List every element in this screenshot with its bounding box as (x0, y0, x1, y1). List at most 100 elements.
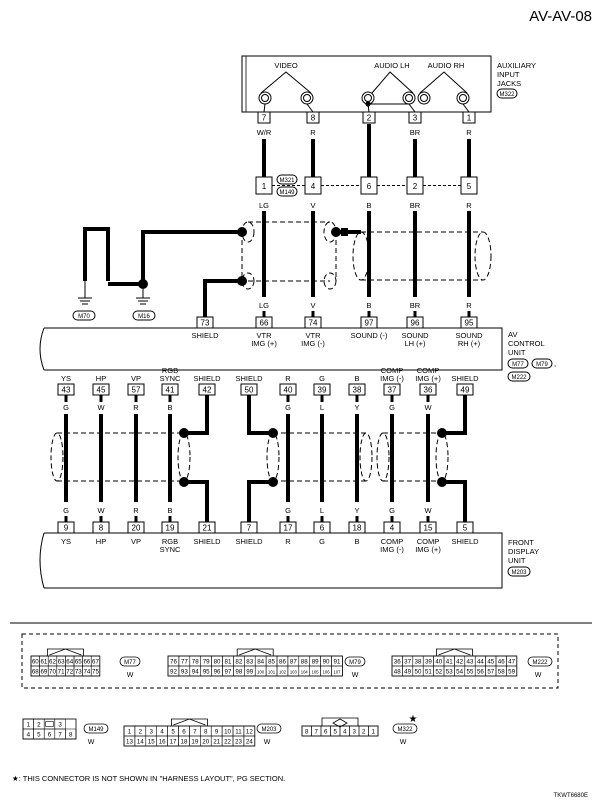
av-bottom-label: SHIELD (235, 374, 263, 383)
wire-color: R (466, 128, 472, 137)
connector-name: M77 (124, 660, 136, 666)
connector-color: W (88, 739, 95, 746)
av-bottom-label: SHIELD (193, 374, 221, 383)
front-label: VP (131, 537, 141, 546)
connector-pin-number: 39 (425, 659, 432, 666)
av-pin: 43 (62, 386, 71, 395)
connector-name-badge (392, 723, 418, 734)
connector-pin-number: 85 (268, 659, 275, 666)
connector-pin-number: 3 (58, 722, 62, 729)
av-bottom-label: R (285, 374, 291, 383)
joint-pin: 6 (367, 182, 372, 191)
connector-color: W (535, 672, 542, 679)
connector-name-badge (344, 656, 366, 667)
connector-pin-number: 5 (171, 729, 175, 736)
av-pin: 36 (424, 386, 433, 395)
front-label: SHIELD (235, 537, 263, 546)
av-pin: 50 (245, 386, 254, 395)
figure-code: TKWT6680E (554, 793, 588, 799)
wire-color: W (97, 403, 105, 412)
front-pin: 5 (463, 524, 468, 533)
connector-pin-number: 56 (477, 669, 484, 676)
connector-key (173, 718, 206, 726)
connector-key (239, 648, 272, 656)
connector-pin-number: 20 (202, 739, 209, 746)
connector-pin-number: 73 (75, 669, 82, 676)
connector-color: W (352, 672, 359, 679)
connector-pin-number: 89 (312, 659, 319, 666)
connector-group-box (21, 633, 559, 689)
ground-wire-color: B (105, 262, 110, 271)
connector-pin-number: 79 (203, 659, 210, 666)
av-pin: 42 (203, 386, 212, 395)
ground-connector-m70: M70 (78, 314, 90, 320)
aux-pin: 2 (367, 114, 372, 123)
connector-name: M322 (397, 727, 413, 733)
connector-pin-number: 8 (204, 729, 208, 736)
connector-pin-number: 94 (192, 669, 199, 676)
connector-pin-number: 2 (139, 729, 143, 736)
connector-pin-number: 69 (40, 669, 47, 676)
connector-pin-number: 5 (37, 732, 41, 739)
wire-color: L (320, 506, 324, 515)
front-pin: 9 (64, 524, 69, 533)
connector-name: M79 (349, 660, 361, 666)
wire-color: G (285, 403, 291, 412)
connector-pin-number: 59 (508, 669, 515, 676)
connector-pin-number: 41 (446, 659, 453, 666)
connector-pin-number: 91 (334, 659, 341, 666)
connector-pin-number: 67 (92, 659, 99, 666)
connector-pin-number: 12 (246, 729, 253, 736)
av-bottom-label: RGB (162, 366, 178, 375)
front-pin: 8 (99, 524, 104, 533)
av-label-line1: AV (508, 330, 517, 339)
connector-pin-number: 70 (49, 669, 56, 676)
front-colors: G W R B G L Y G W (63, 506, 432, 522)
connector-pin-number: 17 (170, 739, 177, 746)
connector-pin-number: 13 (126, 739, 133, 746)
front-pin: 17 (284, 524, 293, 533)
shield-bottom (50, 432, 449, 482)
connector-pin-number: 40 (435, 659, 442, 666)
front-label: YS (61, 537, 71, 546)
av-top-pins: 73 66 74 97 96 95 (196, 316, 478, 329)
connector-pin-number: 4 (27, 732, 31, 739)
aux-pin: 7 (262, 114, 267, 123)
wire-color: Y (354, 403, 359, 412)
connector-pin-number: 78 (192, 659, 199, 666)
connector-pin-number: 88 (301, 659, 308, 666)
connector-pin-number: 96 (214, 669, 221, 676)
connector-pin-number: 53 (446, 669, 453, 676)
wire-color: LG (259, 201, 269, 210)
av-top-label: SOUND (-) (351, 331, 388, 340)
connector-pin-number: 66 (83, 659, 90, 666)
wire-color: G (63, 403, 69, 412)
footnote: ★: THIS CONNECTOR IS NOT SHOWN IN "HARNE… (12, 774, 285, 783)
connector-name-badge (119, 656, 141, 667)
av-top-label: IMG (+) (251, 339, 277, 348)
front-connector-m203: M203 (511, 570, 527, 576)
av-pin: 40 (284, 386, 293, 395)
front-pin: 21 (203, 524, 212, 533)
ground-connector-m16: M16 (138, 314, 150, 320)
connector-pin-number: 51 (425, 669, 432, 676)
connector-pin-number: 23 (235, 739, 242, 746)
wire-color: B (167, 403, 172, 412)
aux-pin: 3 (413, 114, 418, 123)
connector-pin-number: 57 (487, 669, 494, 676)
connector-pin-number: 101 (268, 670, 276, 675)
front-label: COMP (381, 537, 404, 546)
av-bottom-label: SHIELD (451, 374, 479, 383)
front-label: SHIELD (451, 537, 479, 546)
av-pin: 73 (201, 319, 210, 328)
connector-name: M203 (261, 727, 277, 733)
connector-pin-number: 3 (150, 729, 154, 736)
aux-label-line2: INPUT (497, 70, 520, 79)
connector-cell (243, 735, 256, 747)
wire-color: B (366, 301, 371, 310)
connector-pin-number: 75 (92, 669, 99, 676)
connector-cell (506, 665, 518, 677)
av-bottom-label: HP (96, 374, 106, 383)
connector-name-badge (83, 723, 109, 734)
